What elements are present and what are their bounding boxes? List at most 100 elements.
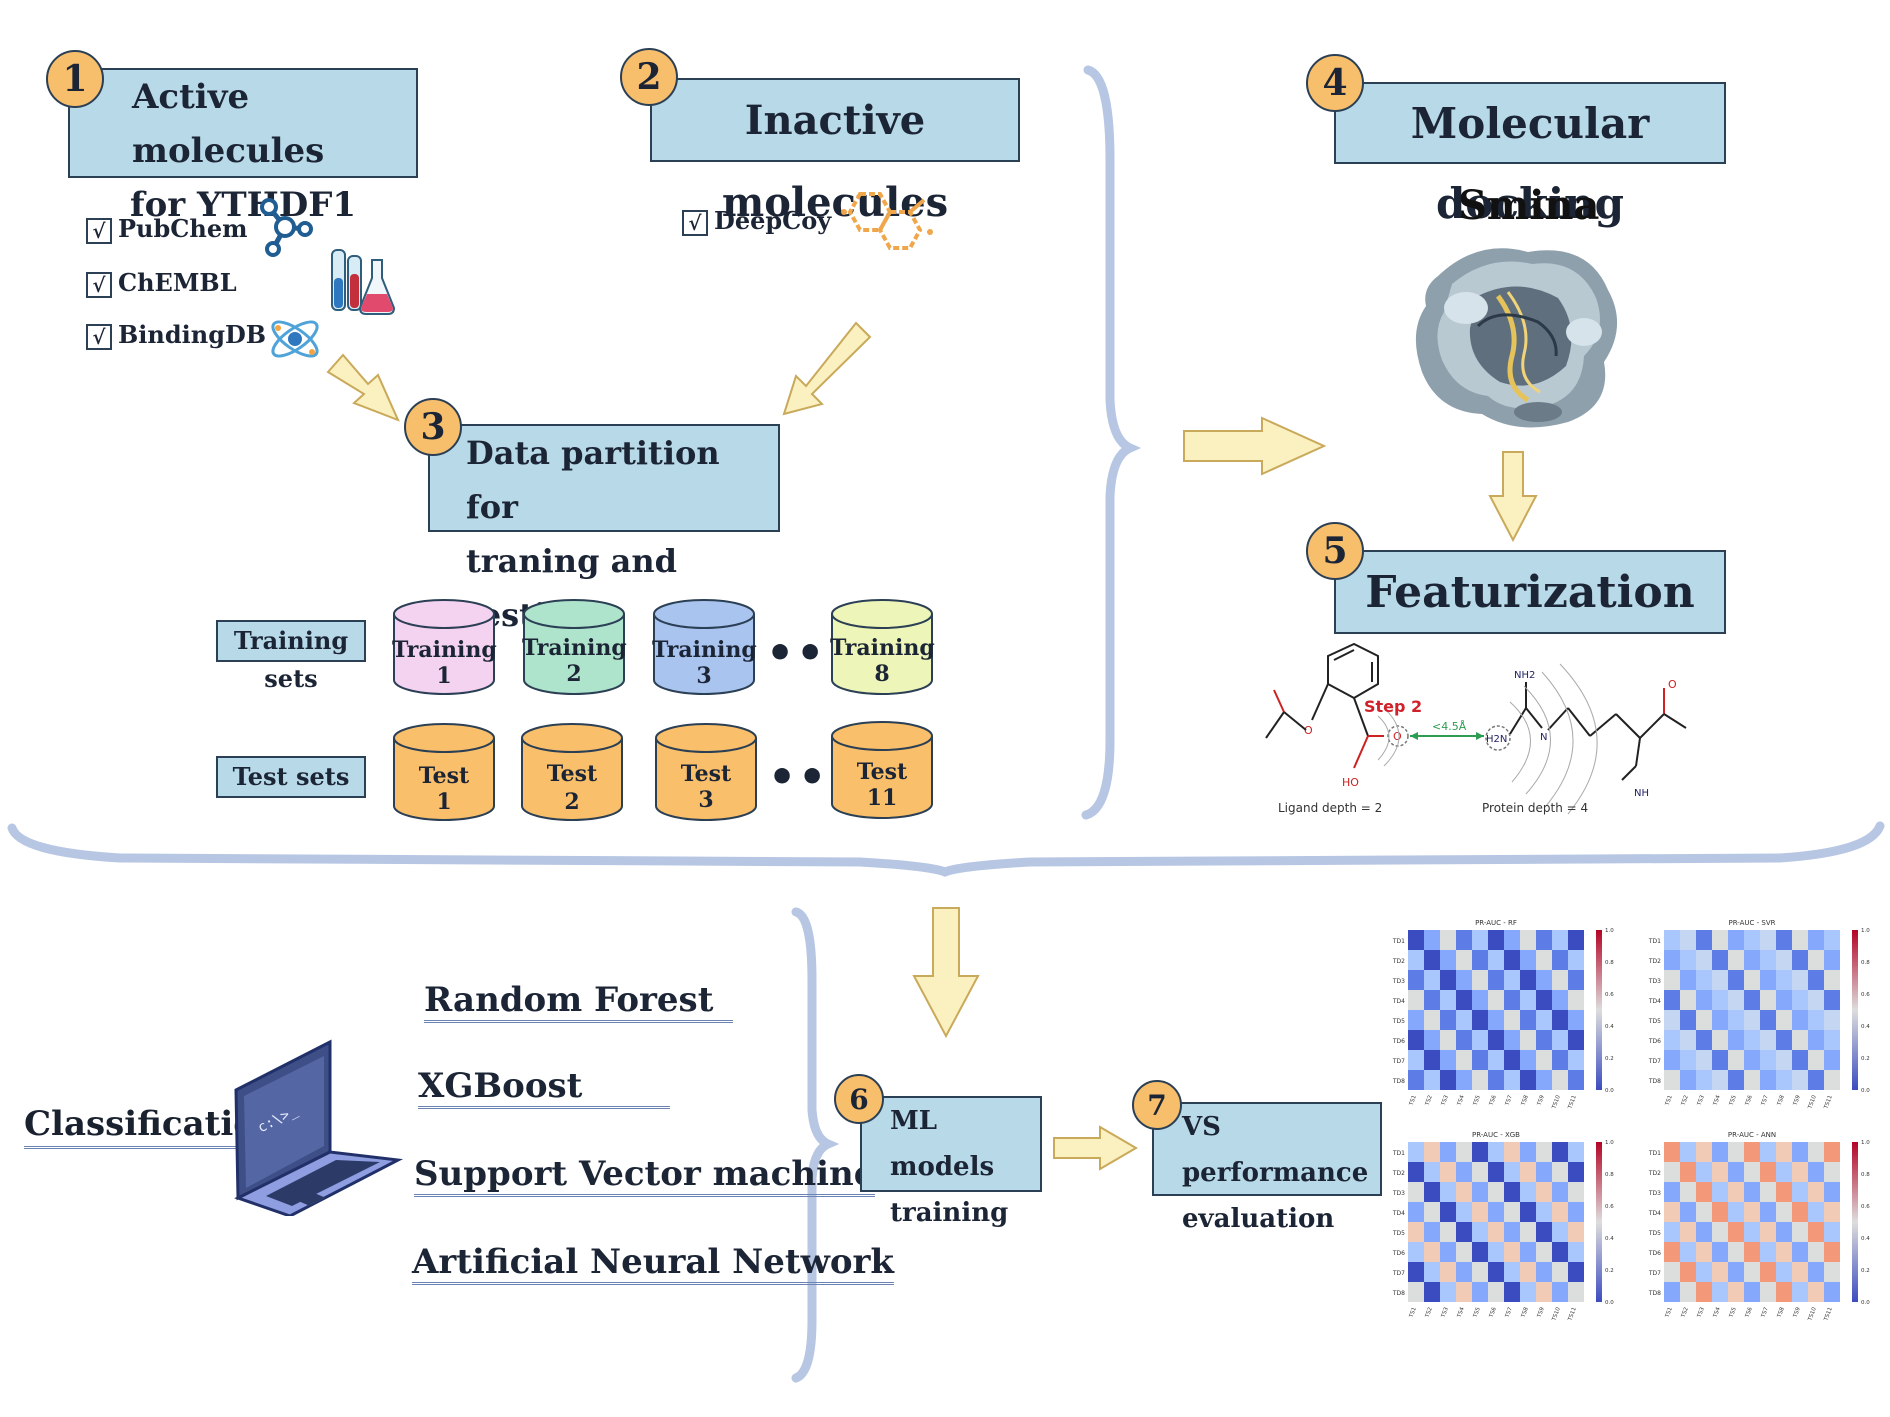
heatmap-cell: [1712, 1070, 1728, 1090]
heatmap-cell: [1696, 1142, 1712, 1162]
heatmap-cell: [1728, 1030, 1744, 1050]
heatmap-cell: [1408, 1282, 1424, 1302]
heatmap-cell: [1680, 1010, 1696, 1030]
heatmap-cell: [1808, 930, 1824, 950]
heatmap-cell: [1760, 1070, 1776, 1090]
heatmap-cell: [1456, 1070, 1472, 1090]
heatmap-col-label: TS8: [1776, 1306, 1786, 1319]
heatmap-cell: [1744, 1242, 1760, 1262]
heatmap-cell: [1488, 1070, 1504, 1090]
heatmap-col-label: TS7: [1504, 1306, 1514, 1319]
ml-training-box: ML models training: [860, 1096, 1042, 1228]
heatmap-cell: [1568, 1262, 1584, 1282]
heatmap-cell: [1824, 1282, 1840, 1302]
heatmap-cell: [1680, 930, 1696, 950]
heatmap-cell: [1472, 1070, 1488, 1090]
heatmap-col-label: TS6: [1744, 1094, 1754, 1107]
heatmap-col-label: TS1: [1408, 1307, 1418, 1320]
heatmap-cell: [1408, 950, 1424, 970]
heatmap-cell: [1808, 1010, 1824, 1030]
heatmap-cell: [1664, 950, 1680, 970]
heatmap-cell: [1808, 1222, 1824, 1242]
heatmap-col-label: TS6: [1488, 1306, 1498, 1319]
heatmap-cell: [1808, 1142, 1824, 1162]
test-set-3-word: Test: [680, 761, 732, 787]
heatmap-cell: [1568, 950, 1584, 970]
arrow-to-ml-training: [912, 907, 980, 1039]
heatmap-cell: [1792, 990, 1808, 1010]
training-set-3-word: Training: [652, 637, 757, 663]
heatmap-cell: [1520, 1070, 1536, 1090]
heatmap-col-label: TS4: [1712, 1306, 1722, 1319]
vs-evaluation-box: VS performance evaluation: [1152, 1102, 1382, 1234]
heatmap-cell: [1696, 1202, 1712, 1222]
heatmap-cell: [1504, 1050, 1520, 1070]
heatmap-cell: [1696, 1222, 1712, 1242]
heatmap-col-label: TS9: [1536, 1306, 1546, 1319]
heatmap-cell: [1440, 990, 1456, 1010]
heatmap-col-label: TS5: [1728, 1306, 1738, 1319]
heatmap-cell: [1744, 990, 1760, 1010]
step-3-badge: 3: [404, 398, 462, 456]
heatmap-col-label: TS9: [1792, 1306, 1802, 1319]
heatmap-cell: [1520, 1282, 1536, 1302]
heatmap-cell: [1760, 1262, 1776, 1282]
heatmap-col-label: TS3: [1696, 1094, 1706, 1107]
heatmap-cell: [1424, 930, 1440, 950]
heatmap-cell: [1440, 1282, 1456, 1302]
heatmap-cell: [1424, 1030, 1440, 1050]
heatmap-cell: [1712, 1142, 1728, 1162]
heatmap-cell: [1440, 1142, 1456, 1162]
heatmap-cell: [1776, 1142, 1792, 1162]
ml-training-line2: training: [890, 1198, 1009, 1228]
heatmap-cell: [1568, 1030, 1584, 1050]
test-set-2-word: Test: [546, 761, 598, 787]
model-svm: Support Vector machine: [414, 1154, 876, 1197]
cylinder-shape: [655, 723, 757, 821]
heatmap-cell: [1552, 1070, 1568, 1090]
heatmap-col-label: TS4: [1456, 1094, 1466, 1107]
heatmap-cell: [1520, 990, 1536, 1010]
heatmap-cell: [1552, 1202, 1568, 1222]
heatmap-cell: [1488, 1030, 1504, 1050]
heatmap-cell: [1552, 930, 1568, 950]
heatmap-cell: [1536, 1050, 1552, 1070]
heatmap-cell: [1456, 970, 1472, 990]
heatmap-cell: [1792, 1162, 1808, 1182]
heatmap-cell: [1456, 950, 1472, 970]
heatmap-cell: [1488, 1222, 1504, 1242]
molecular-docking-box: Molecular docking: [1334, 82, 1726, 228]
heatmap-cell: [1744, 1162, 1760, 1182]
heatmap-cell: [1664, 1162, 1680, 1182]
heatmap-cell: [1824, 1202, 1840, 1222]
test-set-1: Test 1: [392, 722, 496, 822]
heatmap-cell: [1424, 950, 1440, 970]
heatmap-cell: [1728, 930, 1744, 950]
heatmap-col-label: TS10: [1807, 1306, 1818, 1322]
heatmap-col-label: TS3: [1440, 1306, 1450, 1319]
heatmap-col-label: TS2: [1424, 1307, 1434, 1320]
heatmap-cell: [1728, 990, 1744, 1010]
heatmap-cell: [1664, 1282, 1680, 1302]
step-2-badge: 2: [620, 48, 678, 106]
heatmap-row-label: TD6: [1648, 1250, 1661, 1257]
heatmap-cell: [1808, 990, 1824, 1010]
heatmap-cell: [1728, 1262, 1744, 1282]
heatmap-cell: [1568, 1162, 1584, 1182]
heatmap-cell: [1696, 1242, 1712, 1262]
heatmap-cell: [1504, 1182, 1520, 1202]
heatmap-cell: [1808, 1202, 1824, 1222]
heatmap-cell: [1488, 1142, 1504, 1162]
heatmap-cell: [1536, 1010, 1552, 1030]
heatmap-cell: [1696, 1162, 1712, 1182]
heatmap-row-label: TD5: [1648, 1018, 1661, 1025]
source-chembl-label: ChEMBL: [118, 268, 237, 297]
heatmap-col-label: TS4: [1456, 1306, 1466, 1319]
heatmap-cell: [1824, 1142, 1840, 1162]
heatmap-cell: [1408, 930, 1424, 950]
heatmap-cell: [1440, 1222, 1456, 1242]
heatmap-cell: [1728, 1162, 1744, 1182]
ester-oxygen-atom: O: [1304, 724, 1313, 737]
